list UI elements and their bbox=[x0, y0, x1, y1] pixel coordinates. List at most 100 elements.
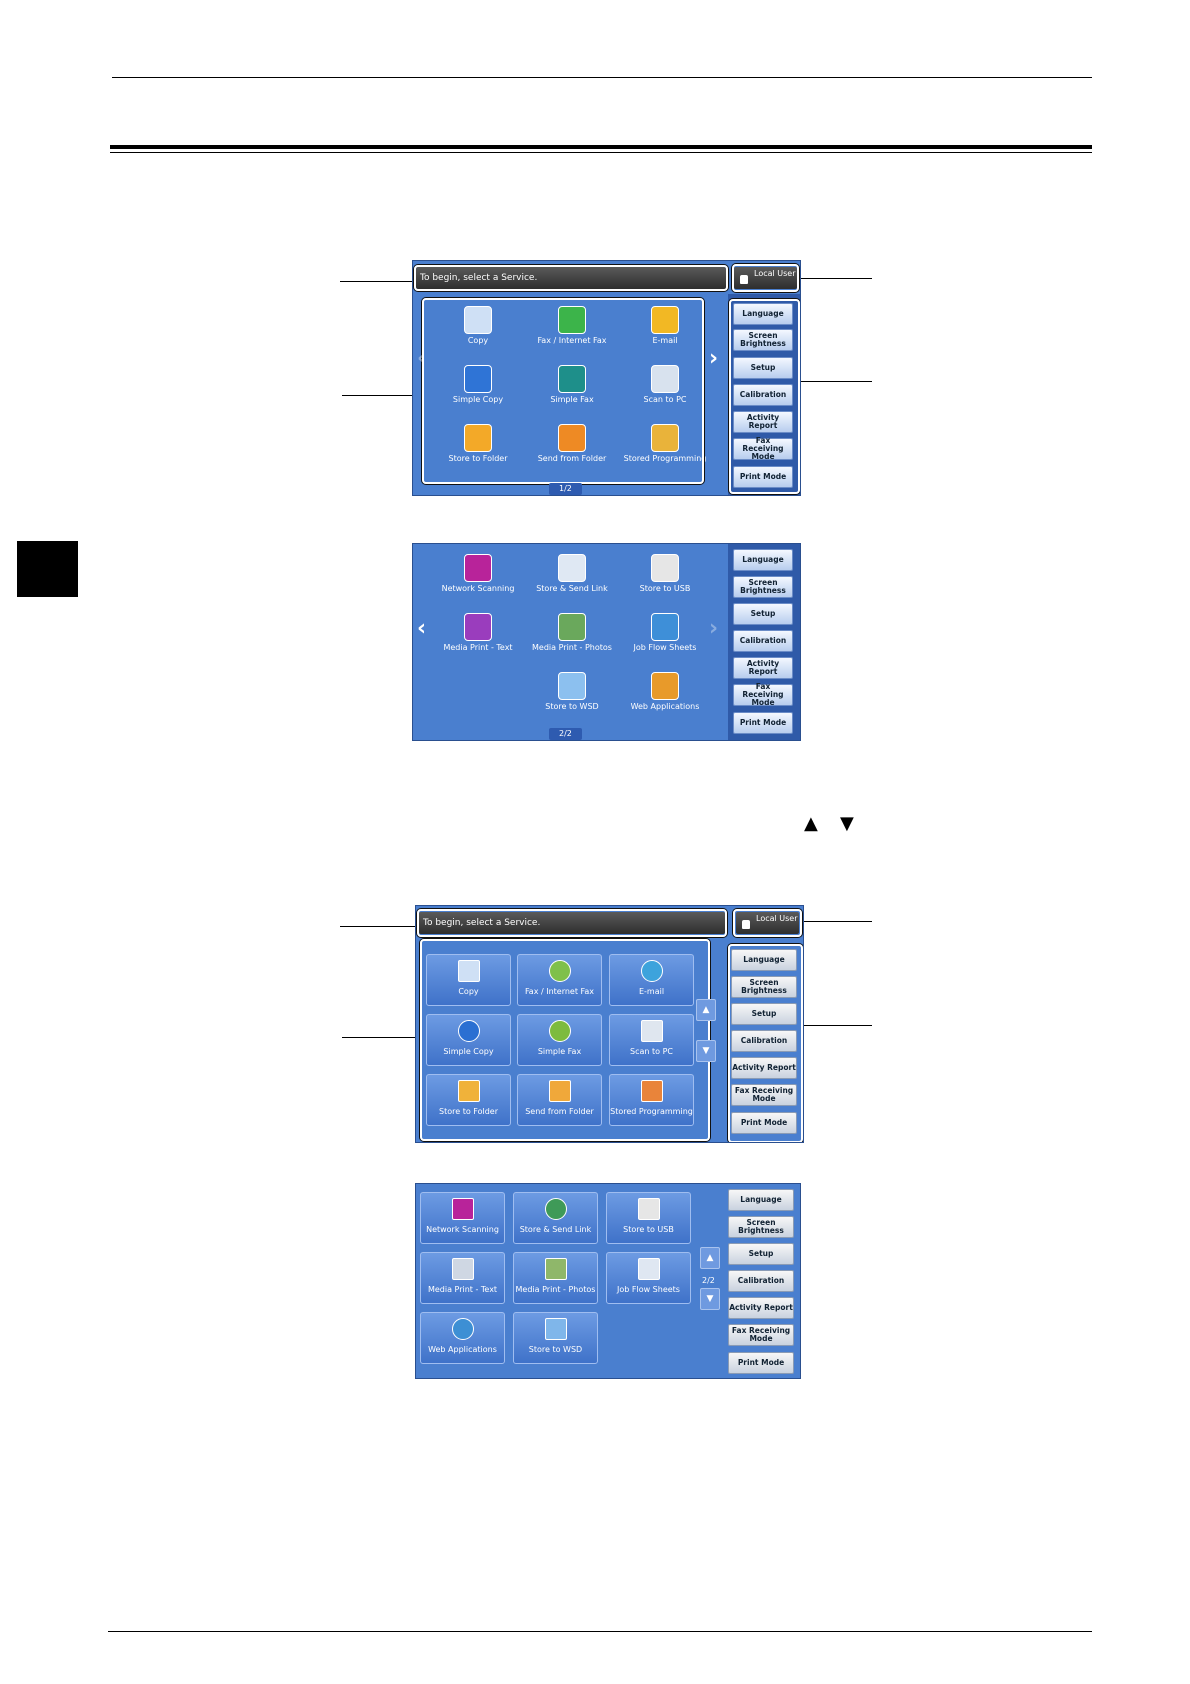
print-mode-button[interactable]: Print Mode bbox=[733, 712, 793, 734]
user-label: Local User bbox=[756, 914, 798, 923]
calibration-button[interactable]: Calibration bbox=[733, 384, 793, 406]
callout-line bbox=[800, 381, 872, 382]
service-stored-programming[interactable]: Stored Programming bbox=[620, 424, 710, 480]
prev-page-icon[interactable]: ‹ bbox=[417, 616, 427, 641]
language-button[interactable]: Language bbox=[728, 1189, 794, 1211]
calibration-button[interactable]: Calibration bbox=[728, 1270, 794, 1292]
usb-icon bbox=[651, 554, 679, 582]
service-media-print-text[interactable]: Media Print - Text bbox=[420, 1252, 505, 1304]
service-send-from-folder[interactable]: Send from Folder bbox=[517, 1074, 602, 1126]
user-label: Local User bbox=[754, 269, 796, 278]
service-fax[interactable]: Fax / Internet Fax bbox=[517, 954, 602, 1006]
scroll-up-button[interactable]: ▲ bbox=[700, 1247, 720, 1269]
language-button[interactable]: Language bbox=[731, 949, 797, 971]
callout-line bbox=[342, 1037, 417, 1038]
service-store-to-usb[interactable]: Store to USB bbox=[606, 1192, 691, 1244]
service-fax[interactable]: Fax / Internet Fax bbox=[527, 306, 617, 362]
print-mode-button[interactable]: Print Mode bbox=[728, 1352, 794, 1374]
calibration-button[interactable]: Calibration bbox=[731, 1030, 797, 1052]
setup-button[interactable]: Setup bbox=[733, 603, 793, 625]
down-triangle-icon: ▼ bbox=[840, 813, 854, 834]
fax-receiving-mode-button[interactable]: Fax Receiving Mode bbox=[733, 683, 793, 706]
callout-line bbox=[340, 281, 414, 282]
print-mode-button[interactable]: Print Mode bbox=[733, 466, 793, 488]
footer-rule bbox=[108, 1631, 1092, 1632]
callout-line bbox=[342, 395, 414, 396]
scroll-up-button[interactable]: ▲ bbox=[696, 999, 716, 1021]
service-job-flow-sheets[interactable]: Job Flow Sheets bbox=[606, 1252, 691, 1304]
print-mode-button[interactable]: Print Mode bbox=[731, 1112, 797, 1134]
service-media-print-photos[interactable]: Media Print - Photos bbox=[527, 613, 617, 669]
service-web-applications[interactable]: Web Applications bbox=[620, 672, 710, 728]
network-scanning-icon bbox=[451, 1198, 474, 1220]
up-triangle-icon: ▲ bbox=[804, 813, 818, 834]
service-web-applications[interactable]: Web Applications bbox=[420, 1312, 505, 1364]
side-panel: Language Screen Brightness Setup Calibra… bbox=[728, 544, 800, 740]
calibration-button[interactable]: Calibration bbox=[733, 630, 793, 652]
service-network-scanning[interactable]: Network Scanning bbox=[420, 1192, 505, 1244]
service-simple-fax[interactable]: Simple Fax bbox=[527, 365, 617, 421]
service-simple-copy[interactable]: Simple Copy bbox=[426, 1014, 511, 1066]
activity-report-button[interactable]: Activity Report bbox=[728, 1297, 794, 1319]
activity-report-button[interactable]: Activity Report bbox=[731, 1057, 797, 1079]
prev-page-icon[interactable]: ‹ bbox=[417, 346, 427, 371]
service-email[interactable]: E-mail bbox=[620, 306, 710, 362]
web-applications-icon bbox=[651, 672, 679, 700]
fax-icon bbox=[548, 960, 571, 982]
service-send-from-folder[interactable]: Send from Folder bbox=[527, 424, 617, 480]
service-job-flow-sheets[interactable]: Job Flow Sheets bbox=[620, 613, 710, 669]
next-page-icon[interactable]: › bbox=[709, 346, 719, 371]
lock-icon bbox=[742, 920, 750, 929]
setup-button[interactable]: Setup bbox=[733, 357, 793, 379]
service-media-print-text[interactable]: Media Print - Text bbox=[433, 613, 523, 669]
media-print-photos-icon bbox=[544, 1258, 567, 1280]
job-flow-sheets-icon bbox=[651, 613, 679, 641]
store-folder-icon bbox=[457, 1080, 480, 1102]
service-simple-fax[interactable]: Simple Fax bbox=[517, 1014, 602, 1066]
service-store-to-folder[interactable]: Store to Folder bbox=[426, 1074, 511, 1126]
screen-brightness-button[interactable]: Screen Brightness bbox=[733, 329, 793, 351]
login-button[interactable]: Local User bbox=[736, 912, 799, 934]
chapter-tab bbox=[17, 541, 78, 597]
fax-receiving-mode-button[interactable]: Fax Receiving Mode bbox=[731, 1084, 797, 1106]
setup-button[interactable]: Setup bbox=[728, 1243, 794, 1265]
copy-icon bbox=[464, 306, 492, 334]
service-stored-programming[interactable]: Stored Programming bbox=[609, 1074, 694, 1126]
service-store-to-wsd[interactable]: Store to WSD bbox=[527, 672, 617, 728]
media-print-text-icon bbox=[464, 613, 492, 641]
fax-receiving-mode-button[interactable]: Fax Receiving Mode bbox=[728, 1324, 794, 1346]
service-copy[interactable]: Copy bbox=[426, 954, 511, 1006]
service-store-to-usb[interactable]: Store to USB bbox=[620, 554, 710, 610]
scroll-down-button[interactable]: ▼ bbox=[696, 1040, 716, 1062]
fax-icon bbox=[558, 306, 586, 334]
callout-line bbox=[340, 926, 417, 927]
screen-brightness-button[interactable]: Screen Brightness bbox=[733, 576, 793, 598]
service-copy[interactable]: Copy bbox=[433, 306, 523, 362]
activity-report-button[interactable]: Activity Report bbox=[733, 411, 793, 433]
service-scan-to-pc[interactable]: Scan to PC bbox=[620, 365, 710, 421]
language-button[interactable]: Language bbox=[733, 303, 793, 325]
screen-brightness-button[interactable]: Screen Brightness bbox=[728, 1216, 794, 1238]
simple-copy-icon bbox=[464, 365, 492, 393]
setup-button[interactable]: Setup bbox=[731, 1003, 797, 1025]
fax-receiving-mode-button[interactable]: Fax Receiving Mode bbox=[733, 437, 793, 460]
send-folder-icon bbox=[558, 424, 586, 452]
scroll-down-button[interactable]: ▼ bbox=[700, 1288, 720, 1310]
language-button[interactable]: Language bbox=[733, 549, 793, 571]
section-rule-thick bbox=[110, 145, 1092, 149]
service-scan-to-pc[interactable]: Scan to PC bbox=[609, 1014, 694, 1066]
web-applications-icon bbox=[451, 1318, 474, 1340]
service-email[interactable]: E-mail bbox=[609, 954, 694, 1006]
service-store-to-folder[interactable]: Store to Folder bbox=[433, 424, 523, 480]
service-store-send-link[interactable]: Store & Send Link bbox=[527, 554, 617, 610]
service-store-to-wsd[interactable]: Store to WSD bbox=[513, 1312, 598, 1364]
login-button[interactable]: Local User bbox=[734, 267, 797, 289]
callout-line bbox=[800, 1025, 872, 1026]
activity-report-button[interactable]: Activity Report bbox=[733, 657, 793, 679]
service-network-scanning[interactable]: Network Scanning bbox=[433, 554, 523, 610]
service-simple-copy[interactable]: Simple Copy bbox=[433, 365, 523, 421]
screen-brightness-button[interactable]: Screen Brightness bbox=[731, 976, 797, 998]
service-media-print-photos[interactable]: Media Print - Photos bbox=[513, 1252, 598, 1304]
service-store-send-link[interactable]: Store & Send Link bbox=[513, 1192, 598, 1244]
next-page-icon[interactable]: › bbox=[709, 616, 719, 641]
